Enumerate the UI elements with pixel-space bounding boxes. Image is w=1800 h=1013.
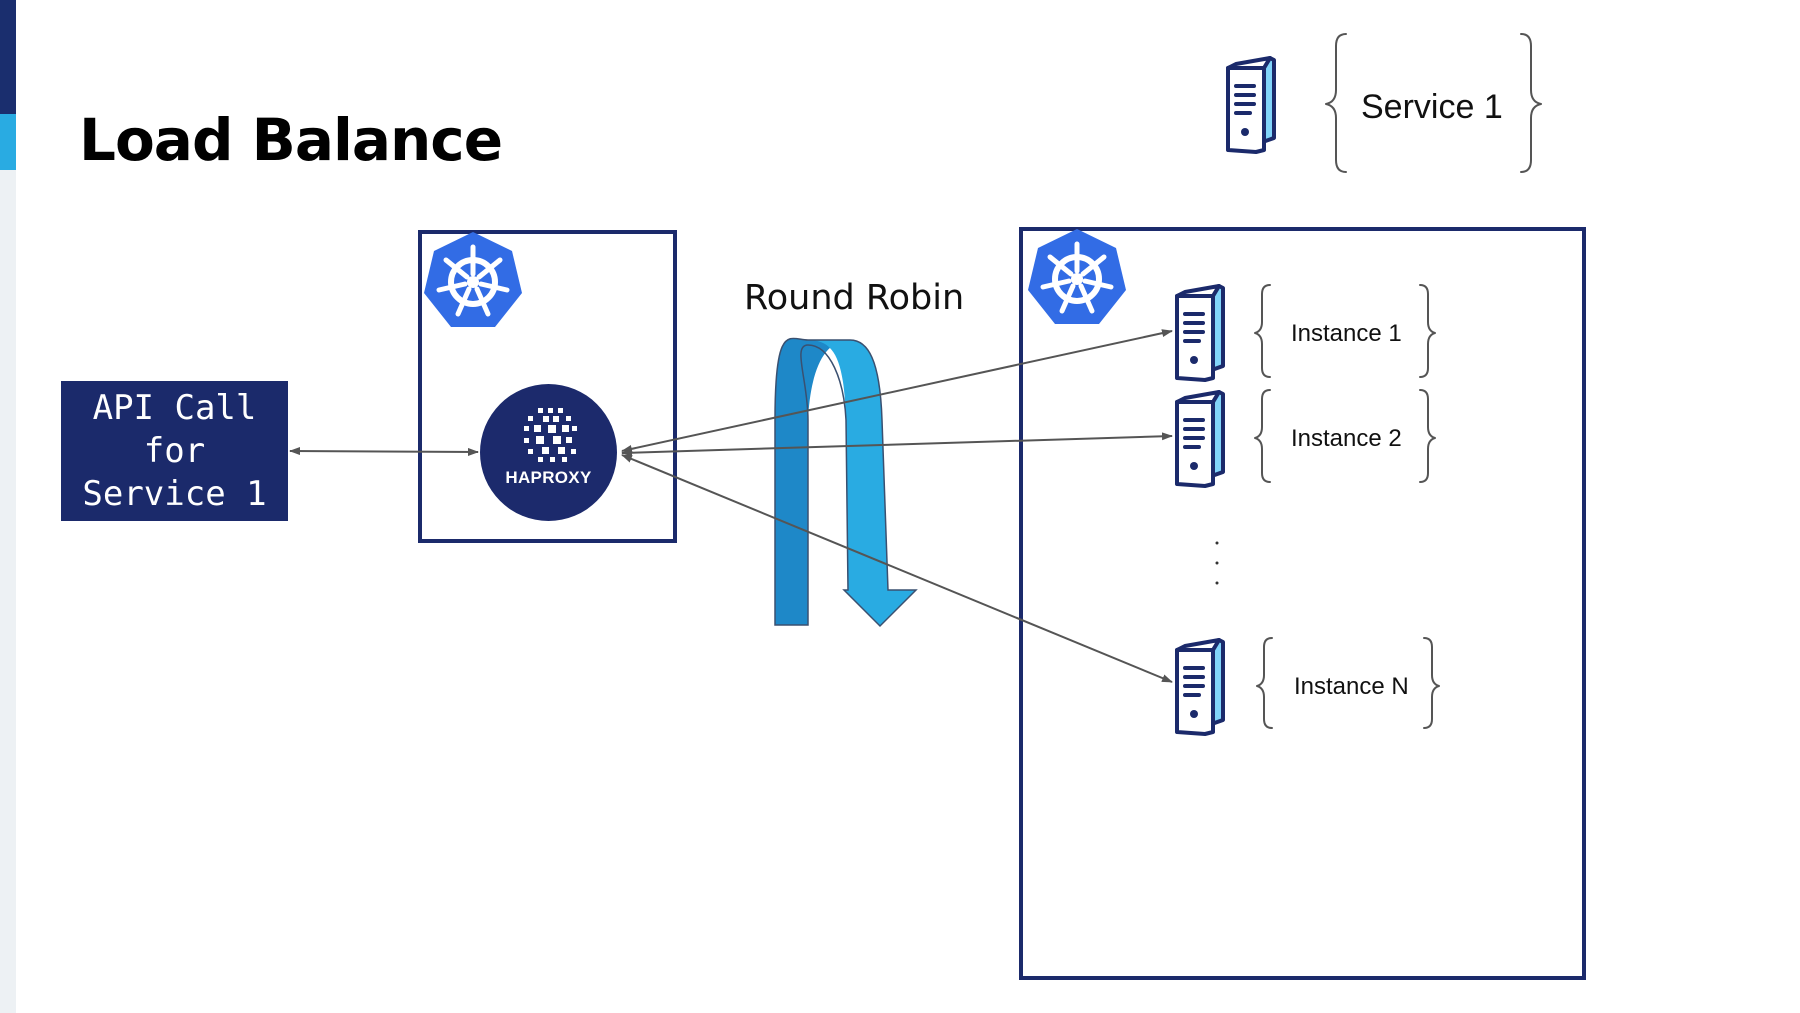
instance-2-label: Instance 2 bbox=[1291, 425, 1402, 452]
kubernetes-helm-icon bbox=[424, 232, 522, 327]
server-icon bbox=[1226, 56, 1276, 154]
server-icon bbox=[1175, 284, 1225, 382]
haproxy-to-instance-2-arrow bbox=[621, 432, 1173, 457]
server-icon bbox=[1175, 390, 1225, 488]
haproxy-node: HAPROXY bbox=[480, 384, 617, 521]
instance-1-brace-left bbox=[1254, 284, 1271, 378]
side-accent-dark bbox=[0, 0, 16, 114]
instance-1-label: Instance 1 bbox=[1291, 320, 1402, 347]
service-label: Service 1 bbox=[1361, 88, 1503, 126]
instance-n-brace-left bbox=[1256, 637, 1273, 729]
instance-n-label: Instance N bbox=[1294, 673, 1409, 700]
haproxy-label: HAPROXY bbox=[505, 468, 592, 487]
side-accent-light bbox=[0, 114, 16, 170]
instance-ellipsis bbox=[1215, 541, 1219, 585]
instance-1-brace-right bbox=[1419, 284, 1436, 378]
client-to-haproxy-arrow bbox=[289, 447, 479, 456]
kubernetes-helm-icon bbox=[1028, 229, 1126, 324]
api-call-box: API Call for Service 1 bbox=[61, 381, 288, 521]
server-icon bbox=[1175, 638, 1225, 736]
instance-2-brace-left bbox=[1254, 389, 1271, 483]
service-brace-left bbox=[1325, 33, 1347, 173]
service-brace-right bbox=[1520, 33, 1542, 173]
round-robin-label: Round Robin bbox=[744, 278, 965, 318]
slide-title: Load Balance bbox=[79, 106, 503, 174]
haproxy-logo-icon bbox=[524, 408, 577, 462]
instance-2-brace-right bbox=[1419, 389, 1436, 483]
side-accent-strip bbox=[0, 0, 16, 1013]
haproxy-to-instance-1-arrow bbox=[621, 329, 1173, 453]
instance-n-brace-right bbox=[1423, 637, 1440, 729]
haproxy-to-instance-n-arrow bbox=[621, 454, 1173, 683]
